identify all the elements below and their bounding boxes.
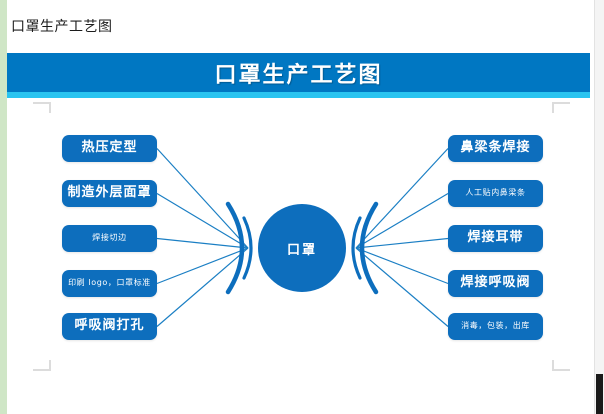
connector-right-1 xyxy=(355,148,449,249)
node-right-2[interactable]: 人工贴内鼻梁条 xyxy=(448,180,543,207)
crop-mark-top-right xyxy=(552,102,570,113)
diagram-connectors xyxy=(156,148,449,327)
node-label: 印刷 logo，口罩标准 xyxy=(68,278,151,288)
node-label: 消毒，包装，出库 xyxy=(461,321,530,331)
bracket-left-inner-arc xyxy=(242,216,253,280)
node-left-2[interactable]: 制造外层面罩 xyxy=(62,180,157,207)
crop-mark-bottom-right xyxy=(552,360,570,371)
crop-mark-top-left xyxy=(33,102,51,113)
diagram-banner: 口罩生产工艺图 xyxy=(7,53,590,92)
node-left-4[interactable]: 印刷 logo，口罩标准 xyxy=(62,270,157,297)
node-left-1[interactable]: 热压定型 xyxy=(62,135,157,162)
connector-left-1 xyxy=(156,148,249,249)
connector-left-3 xyxy=(156,237,249,249)
scrollbar-track[interactable] xyxy=(594,0,604,414)
node-right-1[interactable]: 鼻梁条焊接 xyxy=(448,135,543,162)
node-left-5[interactable]: 呼吸阀打孔 xyxy=(62,313,157,340)
connector-left-5 xyxy=(156,247,249,327)
connector-right-4 xyxy=(355,247,449,285)
node-label: 呼吸阀打孔 xyxy=(74,318,145,334)
banner-underline xyxy=(7,92,590,98)
node-label: 热压定型 xyxy=(81,140,138,156)
connector-right-3 xyxy=(355,237,449,249)
node-label: 焊接呼吸阀 xyxy=(460,275,531,291)
node-label: 鼻梁条焊接 xyxy=(460,140,531,156)
node-label: 人工贴内鼻梁条 xyxy=(465,188,526,198)
node-right-4[interactable]: 焊接呼吸阀 xyxy=(448,270,543,297)
center-node[interactable]: 口罩 xyxy=(258,204,346,292)
node-label: 制造外层面罩 xyxy=(67,185,152,201)
page-left-edge xyxy=(0,0,7,414)
connector-left-2 xyxy=(156,192,249,249)
node-left-3[interactable]: 焊接切边 xyxy=(62,225,157,252)
bracket-left-outer-arc xyxy=(225,201,245,295)
connector-right-5 xyxy=(355,247,449,327)
node-right-5[interactable]: 消毒，包装，出库 xyxy=(448,313,543,340)
scrollbar-thumb[interactable] xyxy=(596,374,603,414)
node-label: 焊接耳带 xyxy=(467,230,524,246)
center-node-label: 口罩 xyxy=(286,242,317,258)
bracket-right-outer-arc xyxy=(359,201,379,295)
crop-mark-bottom-left xyxy=(33,360,51,371)
banner-title: 口罩生产工艺图 xyxy=(214,62,383,88)
node-right-3[interactable]: 焊接耳带 xyxy=(448,225,543,252)
node-label: 焊接切边 xyxy=(92,233,127,243)
bracket-right-inner-arc xyxy=(351,216,362,280)
document-title: 口罩生产工艺图 xyxy=(11,19,113,35)
connector-right-2 xyxy=(355,192,449,249)
connector-left-4 xyxy=(156,247,249,285)
